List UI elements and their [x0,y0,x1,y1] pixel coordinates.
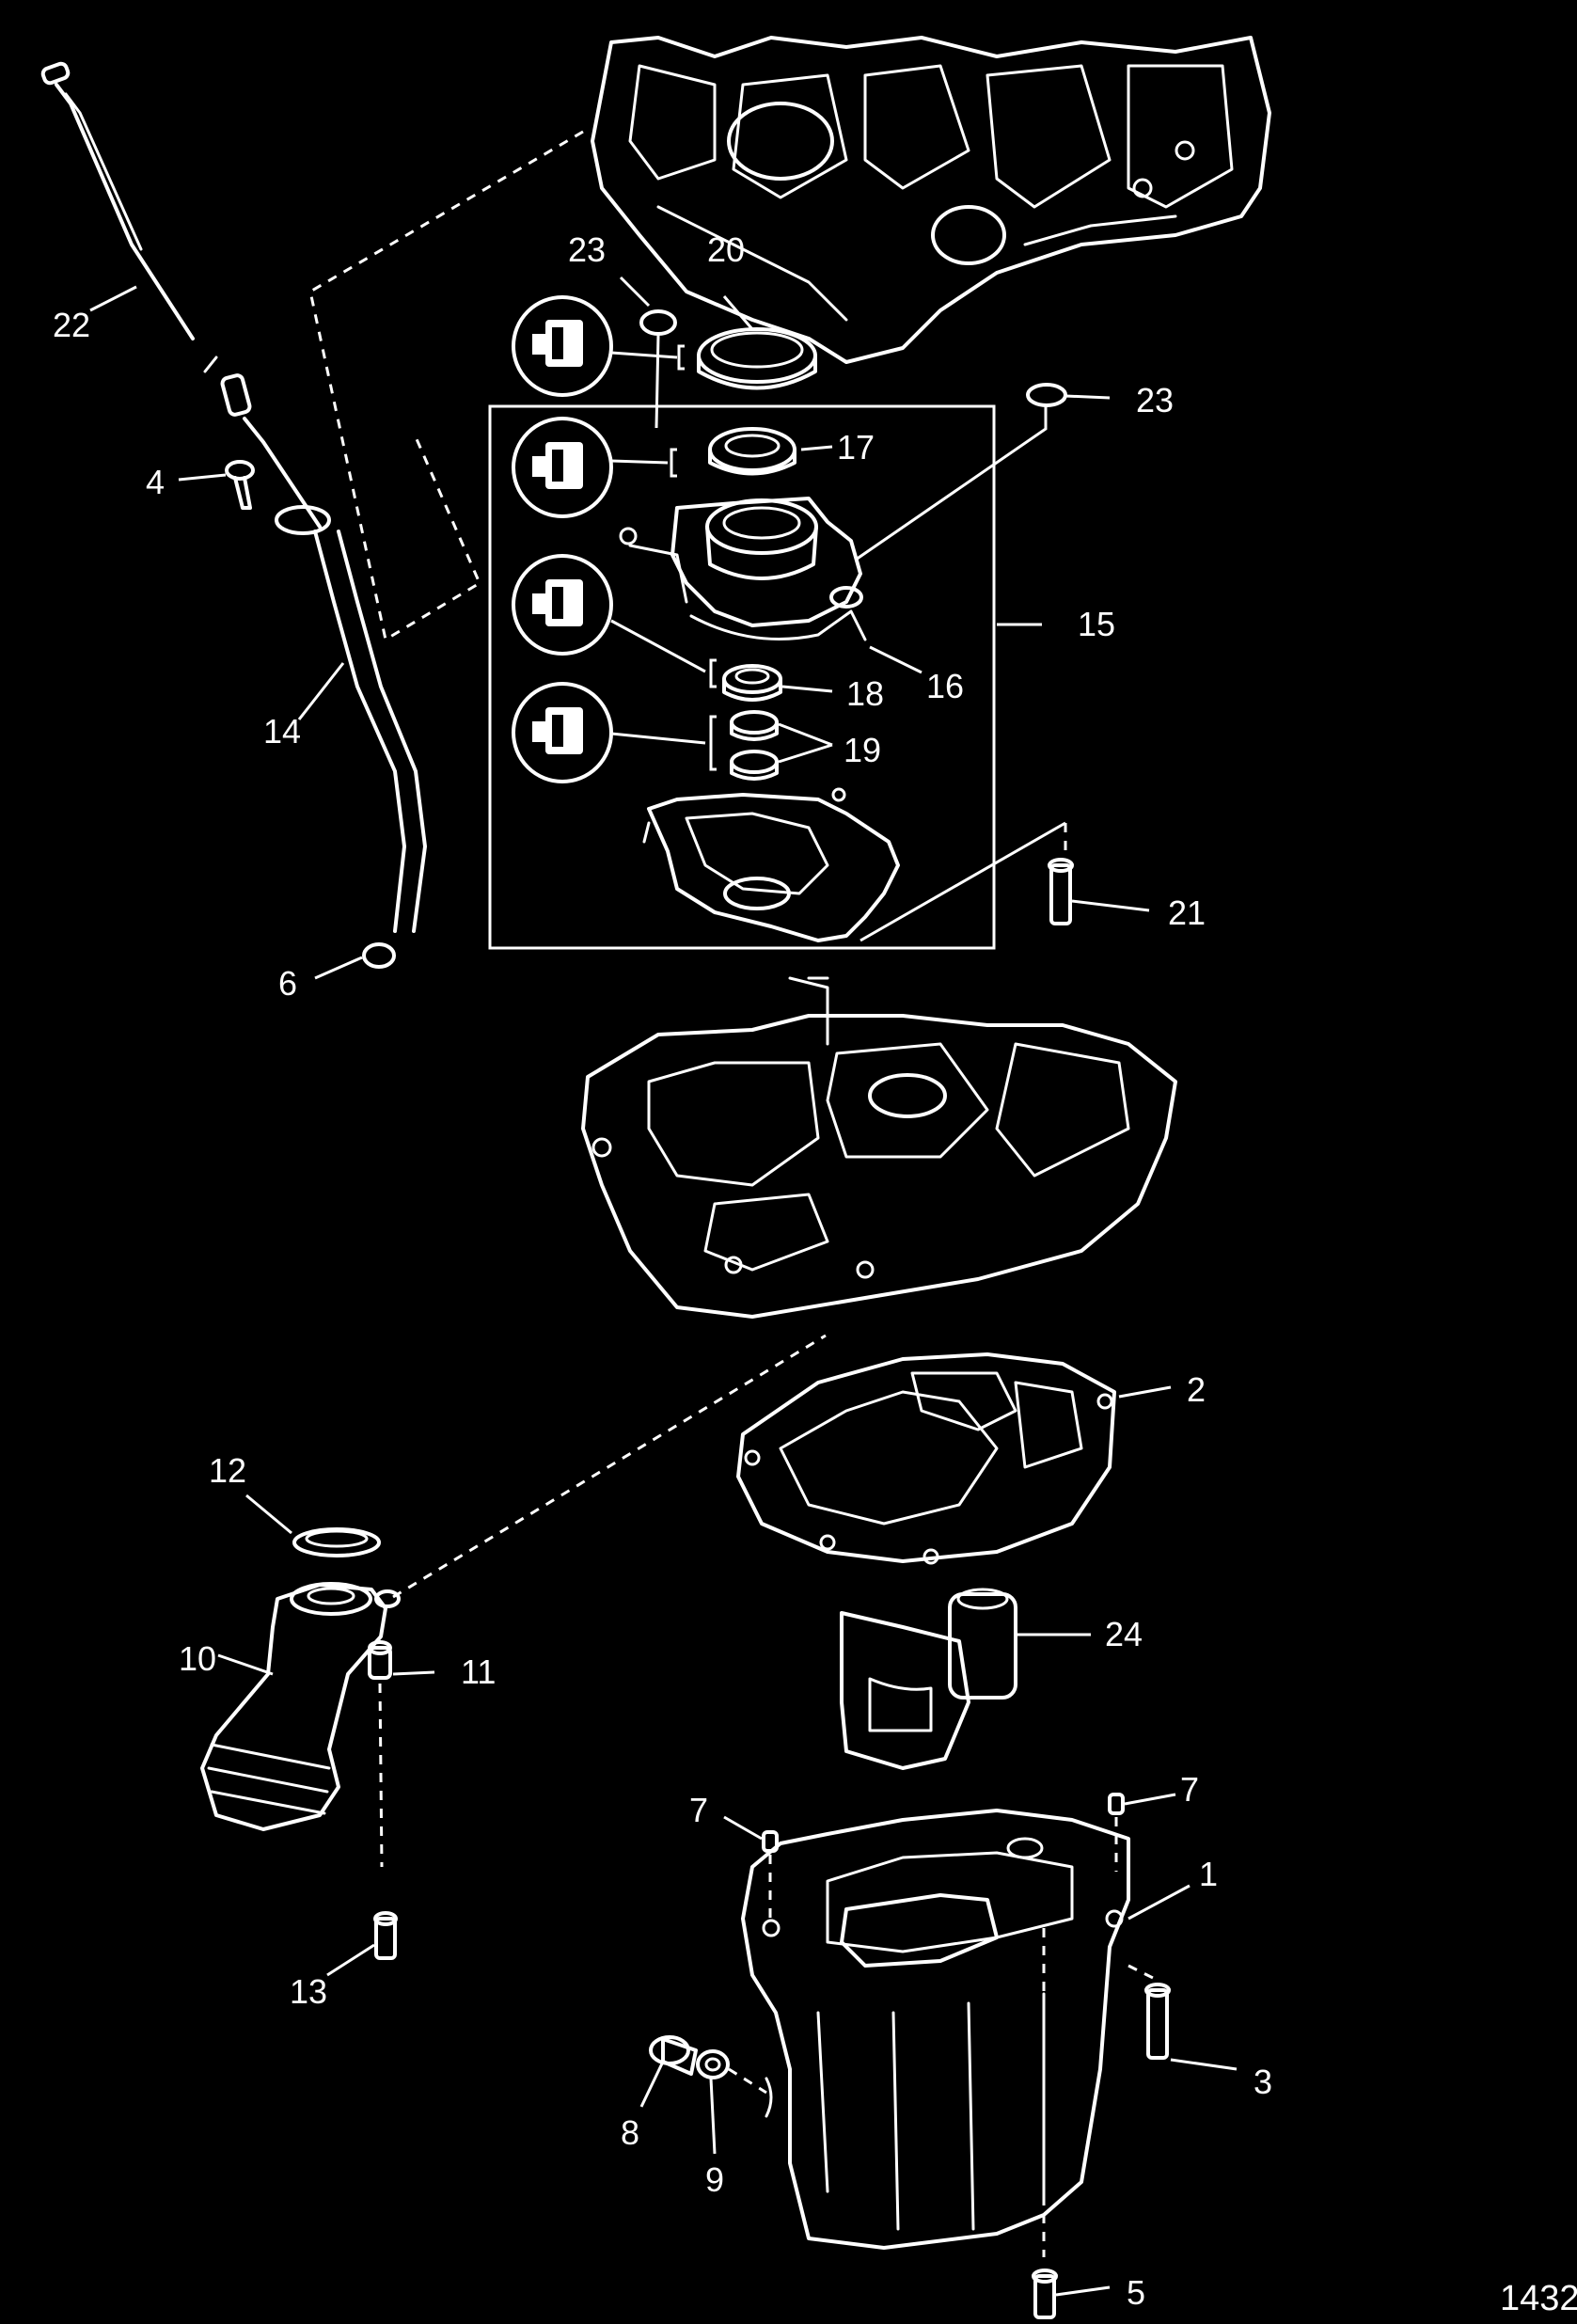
dowel-part-7-right [1108,1793,1125,1815]
callout-8: 8 [621,2113,639,2152]
gasket-part-16 [689,609,867,641]
dowel-part-7-left [762,1830,779,1853]
screw-part-5 [1032,2269,1058,2319]
plug-part-11 [368,1640,392,1680]
figure-reference-number: 14322 [1500,2279,1577,2318]
callout-21: 21 [1168,893,1206,932]
callout-16: 16 [926,667,964,705]
callout-5: 5 [1127,2273,1145,2312]
callout-7-right: 7 [1180,1770,1199,1809]
callout-24: 24 [1105,1615,1143,1653]
o-ring-part-12 [292,1527,381,1557]
gasket-part-9 [696,2049,730,2079]
callout-7-left: 7 [689,1791,708,1829]
gasket-part-2 [736,1352,1116,1565]
adapter-plate [581,976,1177,1319]
dipstick [40,61,218,373]
callout-1: 1 [1199,1855,1218,1893]
callout-23-right: 23 [1136,381,1174,419]
oil-pump-body [642,787,900,942]
dipstick-tube [220,373,427,933]
callout-10: 10 [179,1639,216,1678]
oil-pan-part-1 [741,1809,1130,2257]
seal-part-20 [697,327,817,390]
screw-part-4 [225,460,255,510]
assembly-box-15 [488,404,996,950]
callout-12: 12 [209,1451,246,1490]
callout-6: 6 [278,964,297,1003]
o-ring-part-6 [362,942,396,969]
seal-part-17 [708,427,796,476]
lubricant-tube-icon [512,682,613,783]
callout-23-left: 23 [568,230,606,269]
callout-2: 2 [1187,1370,1206,1409]
callout-leaders [89,276,1238,2297]
callout-22: 22 [53,306,90,344]
screw-part-3 [1144,1983,1171,2060]
callout-11: 11 [461,1652,496,1691]
oil-pickup-part-10 [200,1582,401,1831]
callout-4: 4 [146,463,165,501]
engine-block [591,36,1271,364]
screw-part-21 [1048,858,1074,925]
lubricant-tube-icon [512,417,613,518]
o-ring-part-23-left [639,309,677,336]
callout-18: 18 [846,674,884,713]
callout-3: 3 [1254,2063,1272,2101]
callout-19: 19 [844,731,881,769]
drain-plug-part-8 [649,2035,698,2076]
reference-line-pickup [392,1334,827,1599]
callout-9: 9 [705,2160,724,2199]
reference-line-block [308,130,584,642]
callout-15: 15 [1078,605,1115,643]
callout-13: 13 [290,1972,327,2011]
callout-14: 14 [263,712,301,751]
oil-pump-housing [619,497,863,627]
callout-labels: 22 4 14 6 23 20 17 23 15 16 18 19 21 2 1… [53,230,1577,2318]
o-ring-part-23-right [1026,383,1067,407]
lubricant-tube-icon [512,295,613,397]
screw-part-13 [373,1911,398,1960]
baffle-part-24 [840,1588,1017,1770]
lubricant-tube-icon [512,554,613,656]
callout-17: 17 [837,428,875,466]
seals-part-19 [730,710,779,781]
seal-part-18 [722,664,782,702]
callout-20: 20 [707,230,745,269]
